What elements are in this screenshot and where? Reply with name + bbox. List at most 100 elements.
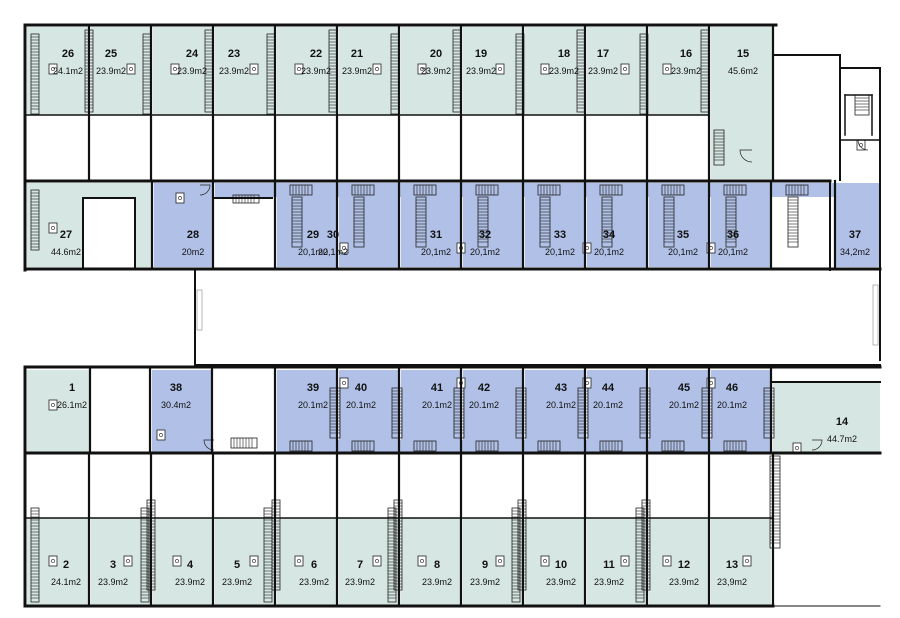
sink-fixture	[172, 555, 182, 567]
sink-fixture	[48, 222, 58, 234]
unit-1-area: 26.1m2	[57, 400, 87, 410]
unit-45-number: 45	[678, 382, 690, 394]
unit-1-number: 1	[69, 382, 75, 394]
unit-labels: 2624.1m22523.9m22423.9m22323.9m22223.9m2…	[51, 48, 870, 587]
unit-22-number: 22	[310, 48, 322, 60]
door-swing	[199, 184, 211, 196]
staircase	[415, 196, 427, 248]
unit-14-fill	[773, 383, 880, 454]
staircase	[30, 507, 40, 603]
staircase	[387, 507, 397, 603]
unit-2-area: 24.1m2	[51, 577, 81, 587]
sink-fixture	[48, 555, 58, 567]
sink-fixture	[123, 555, 133, 567]
unit-10-area: 23.9m2	[546, 577, 576, 587]
unit-2-number: 2	[63, 559, 69, 571]
sink-fixture	[294, 555, 304, 567]
unit-32-number: 32	[479, 229, 491, 241]
unit-21-area: 23.9m2	[342, 66, 372, 76]
unit-21-fill	[339, 27, 399, 115]
staircase	[639, 387, 651, 439]
open-area	[83, 198, 135, 268]
unit-43-number: 43	[555, 382, 567, 394]
unit-24-area: 23.9m2	[177, 66, 207, 76]
unit-19-number: 19	[475, 48, 487, 60]
unit-13-area: 23,9m2	[717, 577, 747, 587]
sink-fixture	[175, 192, 185, 204]
unit-13-fill	[711, 518, 771, 606]
unit-18-fill	[525, 27, 585, 115]
unit-22-area: 23.9m2	[301, 66, 331, 76]
unit-7-number: 7	[357, 559, 363, 571]
staircase	[477, 196, 489, 248]
unit-20-fill	[401, 27, 461, 115]
staircase	[713, 129, 725, 166]
unit-12-number: 12	[678, 559, 690, 571]
staircase	[539, 196, 551, 248]
unit-5-area: 23.9m2	[222, 577, 252, 587]
sink-fixture	[339, 242, 349, 254]
unit-10-number: 10	[555, 559, 567, 571]
sink-fixture	[156, 429, 166, 441]
sink-fixture	[495, 63, 505, 75]
staircase	[351, 184, 375, 196]
staircase	[30, 33, 40, 115]
staircase	[452, 29, 462, 113]
staircase	[475, 184, 499, 196]
unit-38-number: 38	[170, 382, 182, 394]
unit-16-fill	[649, 27, 709, 115]
unit-6-fill	[277, 518, 337, 606]
unit-29-number: 29	[307, 229, 319, 241]
unit-16-area: 23.9m2	[671, 66, 701, 76]
unit-4-number: 4	[187, 559, 194, 571]
unit-37-number: 37	[849, 229, 861, 241]
unit-23-number: 23	[228, 48, 240, 60]
unit-40-fill	[339, 370, 399, 452]
unit-17-number: 17	[597, 48, 609, 60]
unit-35-area: 20,1m2	[668, 247, 698, 257]
unit-46-area: 20.1m2	[717, 400, 747, 410]
unit-46-fill	[711, 370, 771, 452]
unit-36-area: 20,1m2	[718, 247, 748, 257]
sink-fixture	[620, 63, 630, 75]
unit-15-number: 15	[737, 48, 749, 60]
window	[196, 289, 203, 331]
unit-5-number: 5	[234, 559, 240, 571]
staircase	[723, 184, 747, 196]
staircase	[601, 196, 613, 248]
sink-fixture	[372, 63, 382, 75]
unit-24-number: 24	[186, 48, 199, 60]
unit-23-fill	[215, 27, 275, 115]
unit-3-number: 3	[110, 559, 116, 571]
unit-17-fill	[587, 27, 647, 115]
staircase	[537, 440, 561, 452]
staircase	[577, 387, 589, 439]
sink-fixture	[249, 63, 259, 75]
walls	[23, 23, 882, 608]
open-area	[215, 198, 272, 268]
sink-fixture	[339, 377, 349, 389]
unit-13-number: 13	[726, 559, 738, 571]
sink-fixture	[48, 63, 58, 75]
sink-fixture	[372, 555, 382, 567]
staircase	[329, 387, 341, 439]
unit-31-area: 20,1m2	[421, 247, 451, 257]
unit-45-area: 20.1m2	[669, 400, 699, 410]
unit-19-area: 23.9m2	[466, 66, 496, 76]
unit-19-fill	[463, 27, 523, 115]
staircase	[204, 29, 214, 113]
sink-fixture	[294, 63, 304, 75]
sink-fixture	[742, 555, 752, 567]
staircase	[787, 196, 799, 248]
staircase	[230, 437, 258, 449]
window	[872, 284, 879, 346]
unit-39-fill	[277, 370, 337, 452]
unit-17-area: 23.9m2	[588, 66, 618, 76]
unit-42-number: 42	[478, 382, 490, 394]
unit-33-number: 33	[554, 229, 566, 241]
sink-fixture	[620, 555, 630, 567]
unit-8-area: 23.9m2	[422, 577, 452, 587]
unit-43-area: 20.1m2	[546, 400, 576, 410]
unit-32-area: 20,1m2	[470, 247, 500, 257]
staircase	[663, 196, 675, 248]
